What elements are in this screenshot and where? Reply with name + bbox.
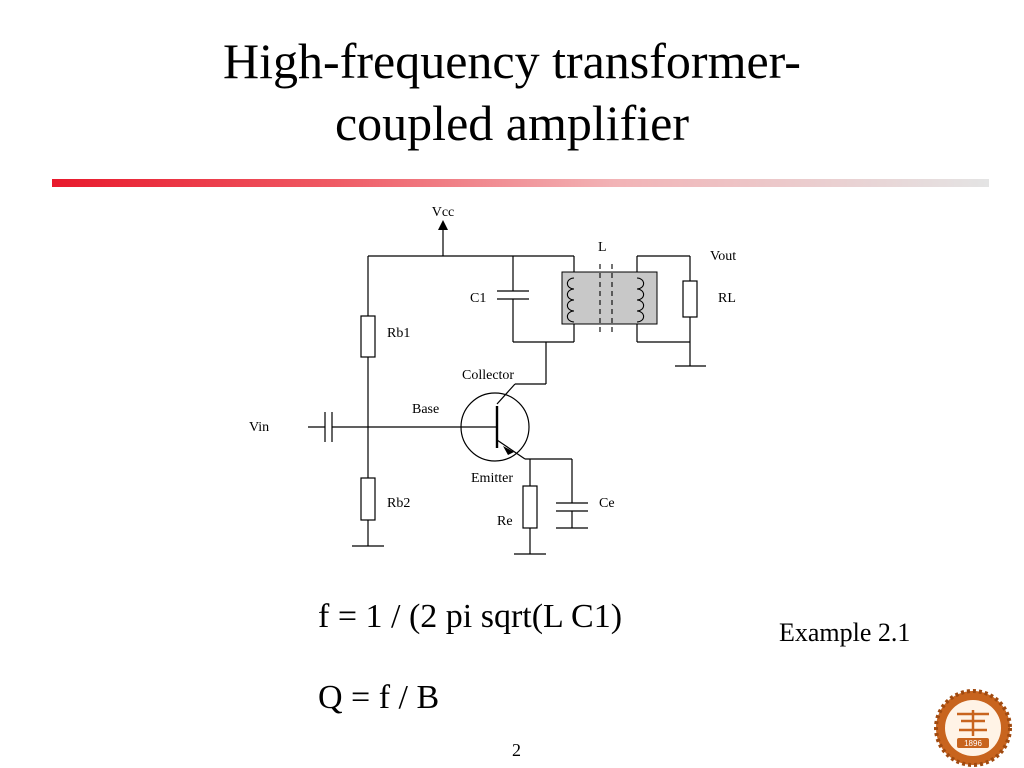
transistor-body (460, 392, 530, 462)
rb2-resistor (360, 477, 376, 521)
transformer-core (561, 271, 658, 325)
re-label: Re (497, 514, 513, 529)
vcc-arrow-icon (438, 220, 448, 230)
collector-label: Collector (462, 368, 514, 383)
rb1-label: Rb1 (387, 326, 410, 341)
seal-year-plate (957, 738, 989, 748)
frequency-equation: f = 1 / (2 pi sqrt(L C1) (318, 598, 623, 635)
slide-title: High-frequency transformer- coupled ampl… (0, 30, 1024, 154)
secondary-coil (636, 277, 645, 323)
emitter-arrow-icon (503, 446, 514, 455)
ce-label: Ce (599, 496, 615, 511)
seal-year: 1896 (964, 739, 982, 748)
vout-label: Vout (710, 249, 736, 264)
re-resistor (522, 485, 538, 529)
title-divider (52, 179, 989, 187)
emitter-label: Emitter (471, 471, 513, 486)
title-line-1: High-frequency transformer- (223, 33, 801, 89)
university-seal-logo: 1896 (934, 689, 1012, 767)
title-line-2: coupled amplifier (334, 95, 690, 151)
rb1-resistor (360, 315, 376, 358)
base-label: Base (412, 402, 439, 417)
c1-label: C1 (470, 291, 486, 306)
transformer (561, 264, 658, 332)
vin-label: Vin (249, 420, 269, 435)
example-label: Example 2.1 (779, 618, 911, 647)
q-factor-equation: Q = f / B (318, 679, 440, 716)
rb2-label: Rb2 (387, 496, 410, 511)
page-number: 2 (512, 740, 521, 760)
emitter-lead (496, 439, 526, 460)
inductor-label: L (598, 240, 607, 255)
seal-gear-teeth (934, 689, 1012, 767)
rl-label: RL (718, 291, 736, 306)
collector-lead (496, 383, 516, 405)
vcc-label: Vcc (432, 205, 455, 220)
primary-coil (566, 277, 575, 323)
rl-resistor (682, 280, 698, 318)
